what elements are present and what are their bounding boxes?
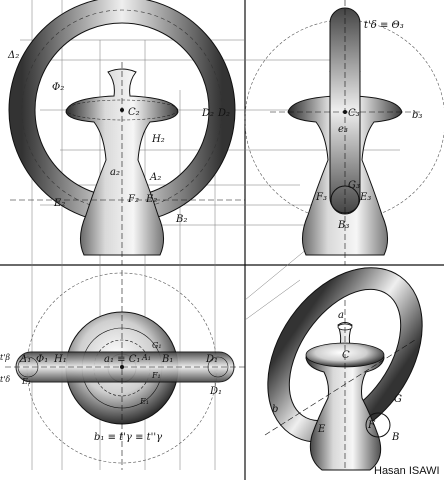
label-front-d: D₂ bbox=[201, 108, 214, 119]
label-top-h: H₁ bbox=[53, 354, 67, 365]
label-iso-b: b bbox=[272, 404, 278, 415]
label-top-e: E₁ bbox=[139, 397, 149, 406]
label-top-tdelta: t'δ bbox=[0, 375, 10, 384]
label-top-g: G₁ bbox=[152, 341, 162, 350]
label-side-tdelta: t'δ ≡ Θ₃ bbox=[364, 20, 404, 31]
label-front-a-axis: a₂ bbox=[110, 167, 120, 178]
label-front-e: E₂ bbox=[53, 198, 65, 209]
label-iso-a: a bbox=[338, 310, 344, 321]
label-front-phi: Φ₂ bbox=[52, 82, 64, 93]
iso-labels: a C b G F E B bbox=[272, 310, 402, 443]
author-credit: Hasan ISAWI bbox=[374, 465, 440, 477]
label-front-c: C₂ bbox=[128, 107, 140, 118]
label-side-g: G₃ bbox=[348, 180, 360, 191]
label-top-d: D₁ bbox=[205, 354, 218, 365]
label-front-e-right: E₂ bbox=[145, 194, 157, 205]
label-iso-b-point: B bbox=[391, 432, 399, 443]
label-front-h: H₂ bbox=[151, 134, 165, 145]
label-front-f: F₂ bbox=[127, 194, 139, 205]
iso-view bbox=[264, 267, 423, 471]
label-side-e-point: E₃ bbox=[359, 192, 371, 203]
label-front-d-right: D₂ bbox=[217, 108, 230, 119]
label-side-f: F₃ bbox=[315, 192, 327, 203]
side-labels: t'δ ≡ Θ₃ C₃ b₃ e₃ G₃ F₃ E₃ B₃ bbox=[315, 20, 422, 231]
label-top-delta: Δ₁ bbox=[19, 354, 31, 365]
label-iso-c: C bbox=[342, 350, 350, 361]
label-side-b-point: B₃ bbox=[337, 220, 349, 231]
label-side-b-line: b₃ bbox=[412, 110, 422, 121]
label-side-e: e₃ bbox=[338, 124, 348, 135]
label-top-tbeta: t'β bbox=[0, 353, 10, 362]
top-view bbox=[5, 270, 245, 470]
label-top-a2: A₁ bbox=[141, 353, 151, 362]
label-iso-e: E bbox=[317, 424, 326, 435]
label-top-b: B₁ bbox=[161, 354, 173, 365]
label-iso-g: G bbox=[394, 394, 402, 405]
front-view bbox=[8, 0, 245, 265]
label-top-bottom-eq: b₁ ≡ t'γ ≡ t''γ bbox=[94, 432, 162, 443]
label-front-a-point: A₂ bbox=[149, 172, 161, 183]
label-top-d2: D₁ bbox=[209, 386, 222, 397]
front-labels: Δ₂ Φ₂ C₂ H₂ D₂ D₂ a₂ A₂ E₂ F₂ E₂ B₂ bbox=[7, 50, 230, 225]
label-front-delta: Δ₂ bbox=[7, 50, 19, 61]
label-side-c: C₃ bbox=[348, 108, 360, 119]
label-top-f: F₁ bbox=[151, 371, 161, 380]
label-front-b: B₂ bbox=[175, 214, 187, 225]
top-labels: t'β t'δ Δ₁ Φ₁ H₁ a₁ ≡ C₁ A₁ B₁ D₁ D₁ G₁ … bbox=[0, 341, 222, 443]
label-top-a-point: a₁ ≡ C₁ bbox=[104, 354, 140, 365]
label-top-e-left: E₁ bbox=[21, 377, 31, 386]
label-top-phi: Φ₁ bbox=[36, 354, 48, 365]
iso-torus bbox=[267, 267, 423, 443]
label-iso-f: F bbox=[367, 420, 376, 431]
side-view bbox=[244, 0, 444, 265]
